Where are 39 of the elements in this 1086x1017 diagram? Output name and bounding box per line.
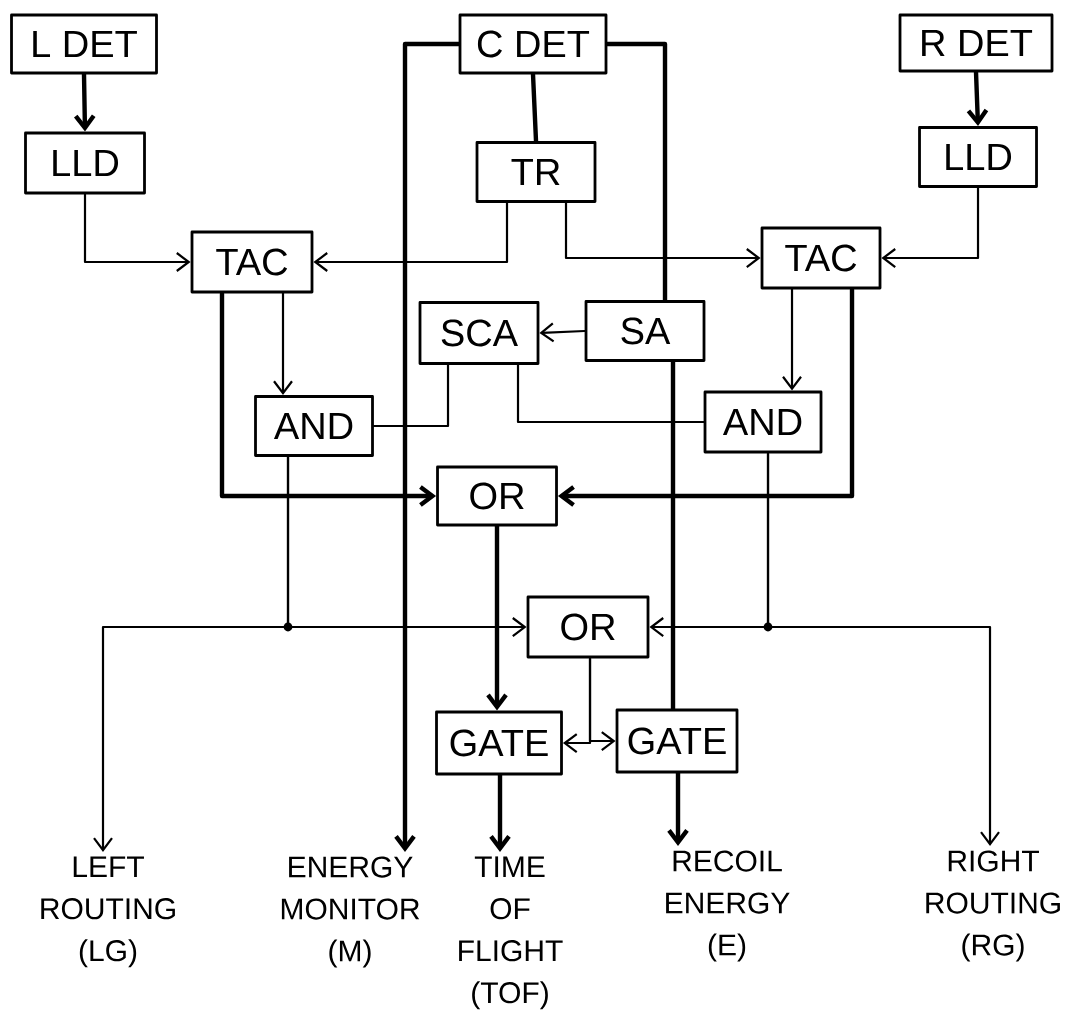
arrow [93, 455, 290, 852]
process-box: GATE [615, 708, 739, 774]
process-box: LLD [24, 131, 146, 195]
arrow [564, 201, 761, 268]
arrow [273, 292, 293, 396]
arrow [766, 452, 1000, 846]
process-box: L DET [10, 13, 158, 75]
arrow [489, 773, 511, 852]
process-box: TR [475, 141, 597, 203]
arrow [966, 70, 989, 127]
process-box: TAC [760, 226, 882, 290]
output-label: RECOIL ENERGY (E) [666, 850, 790, 962]
arrow [313, 201, 509, 272]
arrow [486, 524, 508, 711]
arrow [557, 287, 855, 507]
arrow [782, 288, 802, 391]
process-box: SCA [418, 301, 540, 365]
arrow [74, 72, 96, 132]
process-box: TAC [190, 230, 314, 294]
arrow [667, 771, 689, 846]
arrow [394, 41, 461, 852]
arrow [83, 193, 191, 272]
process-box: AND [703, 390, 823, 454]
output-label: LEFT ROUTING (LG) [41, 856, 175, 968]
output-label: ENERGY MONITOR (M) [281, 856, 420, 968]
process-box: AND [254, 395, 374, 457]
process-box: OR [436, 465, 558, 527]
arrow [219, 291, 437, 507]
process-box: OR [526, 595, 650, 659]
arrow [588, 657, 616, 751]
process-box: SA [584, 300, 706, 362]
arrow [539, 322, 586, 343]
output-label: RIGHT ROUTING (RG) [926, 850, 1060, 962]
process-box: C DET [458, 13, 608, 75]
process-box: R DET [898, 13, 1054, 73]
process-box: GATE [435, 710, 563, 776]
process-box: LLD [918, 126, 1038, 188]
arrow [881, 186, 980, 268]
output-label: TIME OF FLIGHT (TOF) [459, 856, 563, 1010]
